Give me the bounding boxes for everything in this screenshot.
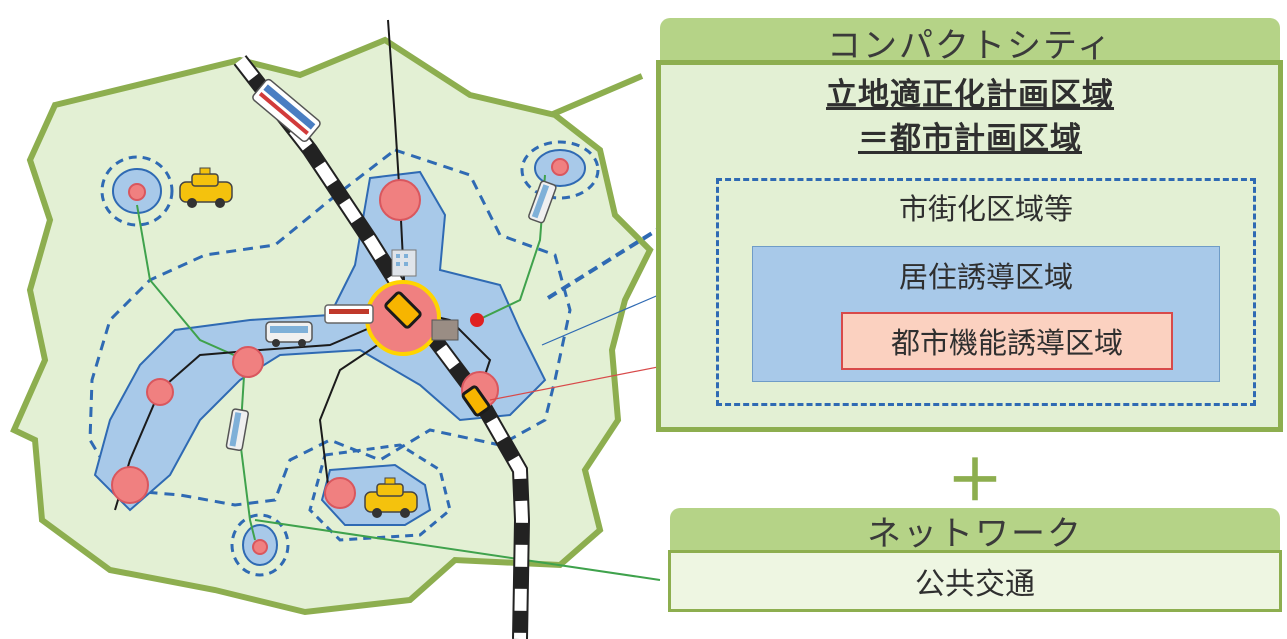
taxi-icon-nw — [179, 167, 233, 208]
network-title: ネットワーク — [867, 513, 1083, 554]
residence-area-label: 居住誘導区域 — [898, 260, 1073, 294]
compact-city-title: コンパクトシティ — [827, 25, 1113, 66]
plus-icon: ＋ — [947, 448, 1003, 514]
compact-city-header: コンパクトシティ — [660, 18, 1280, 66]
dashed-area-nw — [100, 155, 174, 227]
tram-icon-central — [324, 304, 374, 324]
public-transport-label: 公共交通 — [915, 567, 1035, 602]
public-transport-box — [668, 550, 1282, 612]
shop-icon — [431, 319, 459, 341]
core-circles — [111, 158, 569, 555]
taxi-icon-south — [364, 477, 418, 518]
dashed-area-s — [230, 513, 290, 577]
planning-area-line1: 立地適正化計画区域 — [826, 76, 1114, 113]
bus-icon-ne — [528, 180, 557, 224]
bus-icon-sw — [225, 408, 249, 452]
urban-function-area-box — [841, 312, 1173, 370]
function-marker-se — [461, 385, 491, 417]
urban-function-area-label: 都市機能誘導区域 — [890, 326, 1123, 360]
function-marker-center — [384, 291, 422, 329]
dashed-area-ne — [520, 140, 600, 200]
connector-city — [551, 73, 644, 117]
train-icon — [252, 78, 321, 143]
urbanization-area-label: 市街化区域等 — [898, 192, 1073, 226]
building-icon — [391, 249, 417, 277]
bus-stop-dot — [470, 313, 484, 327]
network-header: ネットワーク — [670, 508, 1280, 554]
bus-icon-center — [265, 321, 313, 347]
planning-area-line2: ＝都市計画区域 — [858, 120, 1082, 157]
urbanization-area-box — [716, 178, 1256, 406]
dashed-area-south-center — [308, 443, 452, 542]
railway-ties — [235, 56, 529, 639]
